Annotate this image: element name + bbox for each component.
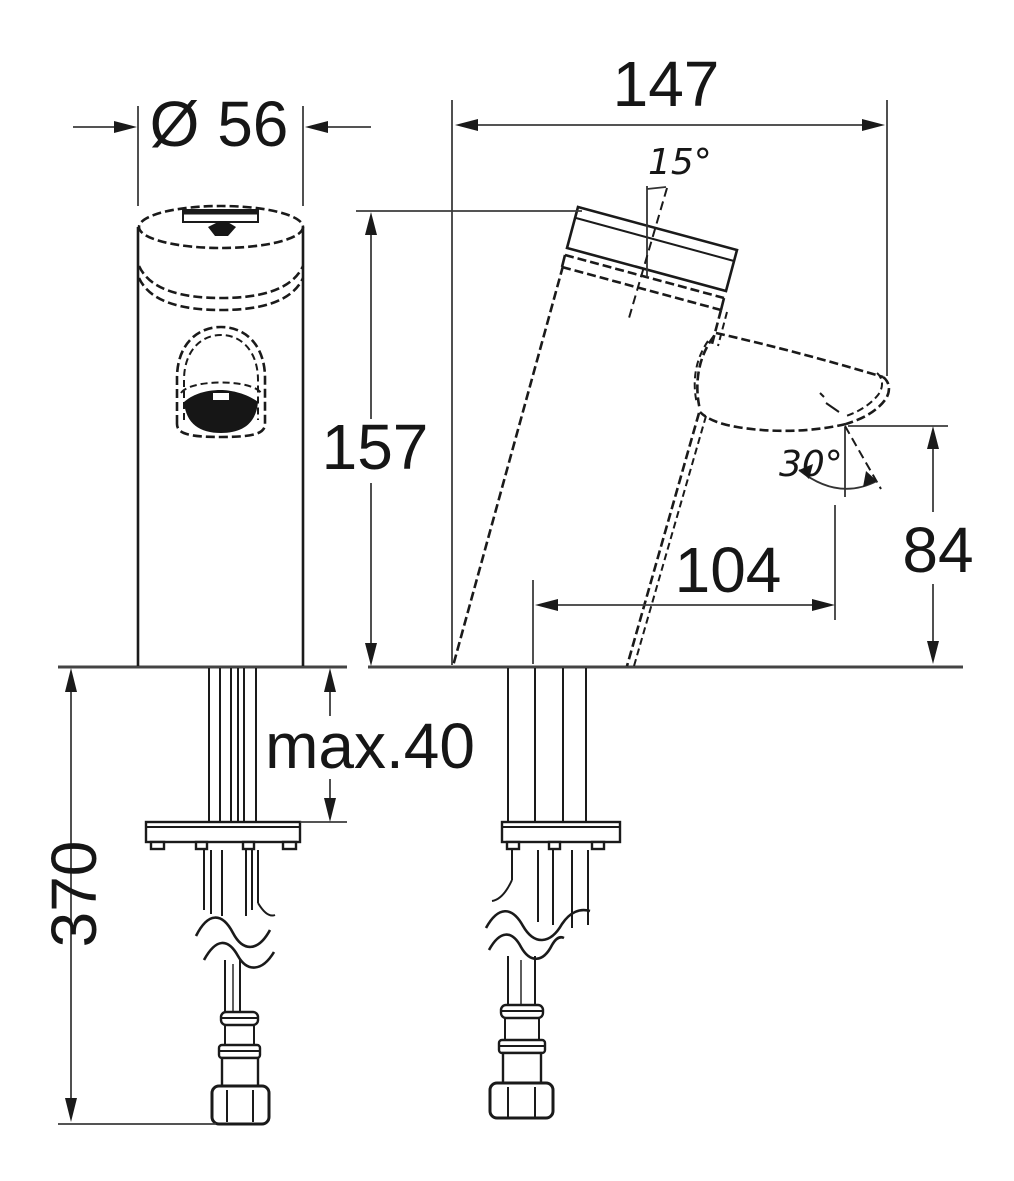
threaded-shanks-side — [507, 668, 587, 822]
side-view-undercounter — [484, 668, 622, 1120]
dim-height-label: 157 — [322, 411, 429, 483]
dim-reach-label: 104 — [675, 534, 782, 606]
cap-top — [137, 204, 305, 250]
tilt-angle-annotation — [628, 186, 668, 319]
body-right-edge — [625, 412, 701, 667]
dim-diameter-label: Ø 56 — [150, 88, 289, 160]
outlet-opening — [184, 390, 258, 433]
dimension-reach-104: 104 — [532, 505, 836, 664]
break-symbol — [194, 916, 276, 969]
dimension-height-157: 157 — [322, 210, 582, 666]
cap-slot — [182, 209, 259, 236]
hose-connector-side — [497, 1003, 547, 1085]
outlet-angle-label: 30° — [779, 444, 843, 485]
threaded-shanks — [208, 668, 257, 822]
supply-hose-side — [507, 956, 536, 1005]
dim-depth-label: 147 — [613, 48, 720, 120]
hose-connector — [217, 1010, 262, 1088]
dim-outlet-height-label: 84 — [902, 514, 973, 586]
break-symbol-side — [484, 908, 591, 961]
shank-below-flange-side — [491, 850, 589, 928]
side-view-faucet — [451, 186, 891, 667]
dimension-diameter: Ø 56 — [73, 88, 371, 206]
tilt-angle-label: 15° — [648, 142, 712, 183]
mounting-flange-side — [500, 820, 622, 851]
spout — [699, 331, 891, 433]
outlet-angle-annotation — [798, 425, 882, 497]
mounting-flange — [144, 820, 302, 851]
dimension-supply-370: 370 — [38, 668, 216, 1125]
dimension-depth-147: 147 — [451, 48, 888, 665]
front-view-faucet — [136, 204, 305, 666]
head-cap — [565, 205, 739, 293]
body-left-edge — [451, 265, 565, 667]
front-outlet — [175, 325, 267, 439]
dimension-outlet-height-84: 84 — [848, 425, 974, 664]
dimension-max-deck-40: max.40 — [265, 668, 475, 823]
supply-hose — [224, 960, 241, 1013]
dim-max-deck-label: max.40 — [265, 710, 475, 782]
dim-supply-label: 370 — [38, 841, 110, 948]
front-view-undercounter — [144, 668, 302, 1126]
cap-symbol-icon — [208, 221, 236, 236]
connection-nut-side — [488, 1081, 555, 1120]
shank-below-flange — [203, 850, 276, 917]
connection-nut — [210, 1084, 271, 1126]
